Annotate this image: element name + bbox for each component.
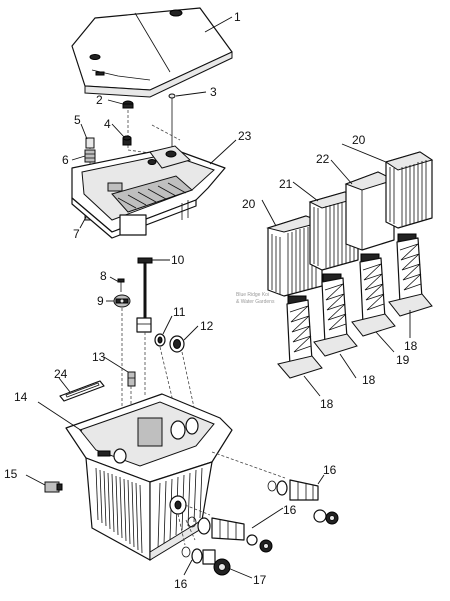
fitting-4 [122, 135, 132, 146]
callout-19: 19 [396, 353, 410, 367]
nut-2 [122, 100, 134, 109]
callout-18-right: 18 [404, 339, 418, 353]
callout-numbers: 1 2 3 4 5 6 7 8 9 10 11 12 13 14 15 16 1… [4, 10, 418, 591]
callout-17: 17 [253, 573, 267, 587]
callout-16-middle: 16 [283, 503, 297, 517]
callout-14: 14 [14, 390, 28, 404]
guide-11 [159, 346, 176, 411]
watermark-line1: Blue Ridge Koi [236, 292, 269, 298]
bolt-8 [117, 278, 125, 292]
filter-tray-23 [71, 145, 226, 239]
callout-18-middle: 18 [362, 373, 376, 387]
callout-5: 5 [74, 113, 81, 127]
ring-11 [154, 333, 166, 347]
callout-11: 11 [173, 305, 186, 319]
callout-13: 13 [92, 350, 106, 364]
assembly-guides-bottom [177, 451, 286, 546]
plug-15 [44, 481, 63, 493]
valve-9 [113, 294, 131, 308]
callout-20-left: 20 [242, 197, 256, 211]
sponge-20-right [384, 151, 434, 229]
callout-3: 3 [210, 85, 217, 99]
callout-8: 8 [100, 269, 107, 283]
callout-1: 1 [234, 10, 241, 24]
callout-9: 9 [97, 294, 104, 308]
callout-16-upper: 16 [323, 463, 337, 477]
callout-10: 10 [171, 253, 185, 267]
callout-21: 21 [279, 177, 293, 191]
rod-10 [136, 257, 153, 333]
ring-12 [169, 335, 185, 353]
hose-fitting-set-middle [187, 516, 273, 553]
sponge-22 [344, 171, 396, 251]
callout-7: 7 [73, 227, 80, 241]
filter-lid [71, 7, 233, 98]
part-13 [127, 371, 136, 387]
hose-fitting-set-lower [181, 546, 231, 576]
sponge-20-right-ribs [389, 160, 427, 226]
callout-16-lower: 16 [174, 577, 188, 591]
callout-15: 15 [4, 467, 18, 481]
callout-4: 4 [104, 117, 111, 131]
watermark-line2: & Water Gardens [236, 299, 275, 305]
callout-leaders [25, 16, 411, 579]
holder-19 [351, 253, 396, 337]
holder-18-a [277, 295, 323, 379]
pin-3 [168, 93, 176, 150]
callout-2: 2 [96, 93, 103, 107]
callout-23: 23 [238, 129, 252, 143]
callout-6: 6 [62, 153, 69, 167]
callout-12: 12 [200, 319, 214, 333]
tray-grid [117, 182, 187, 209]
hose-fitting-set-upper [267, 479, 339, 525]
guide-12 [181, 351, 196, 413]
holder-18-b [313, 273, 358, 357]
outlet-port [169, 495, 187, 515]
gasket-24 [59, 380, 105, 402]
callout-18-left: 18 [320, 397, 334, 411]
connector-5-6 [84, 137, 96, 163]
callout-22: 22 [316, 152, 330, 166]
watermark: Blue Ridge Koi & Water Gardens [236, 292, 275, 305]
callout-20-right: 20 [352, 133, 366, 147]
callout-24: 24 [54, 367, 68, 381]
filter-box-14 [65, 393, 233, 561]
holder-18-c [388, 233, 433, 317]
sponge-20-left [266, 215, 324, 297]
box-ribs-left [95, 467, 143, 554]
